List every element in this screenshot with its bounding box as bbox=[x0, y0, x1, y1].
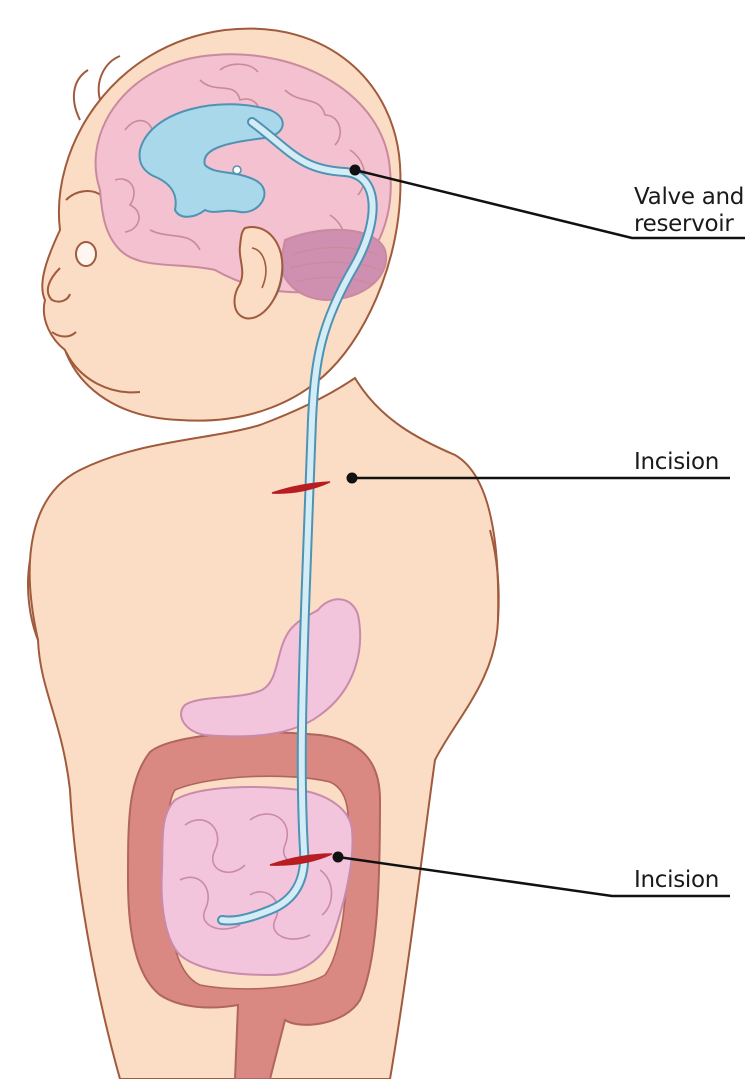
abdomen-incision-label: Incision bbox=[634, 866, 719, 895]
valve-label-line2: reservoir bbox=[634, 210, 734, 239]
valve-label-line1: Valve and bbox=[634, 183, 744, 212]
ventricle-foramen bbox=[233, 166, 241, 174]
neck-incision-label: Incision bbox=[634, 448, 719, 477]
eye bbox=[76, 242, 96, 266]
